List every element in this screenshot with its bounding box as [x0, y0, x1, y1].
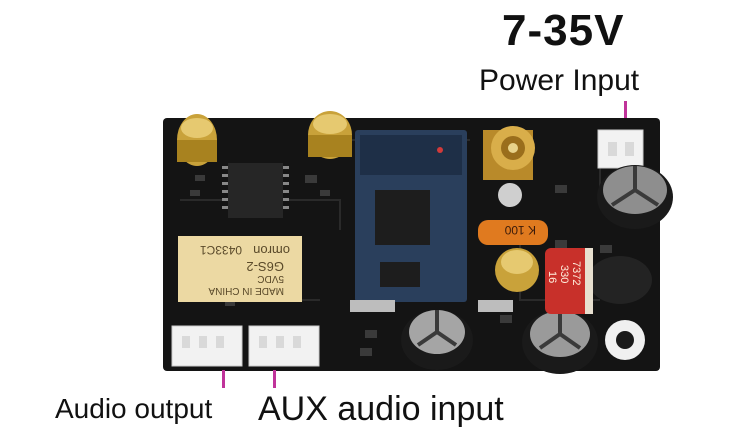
cap-label-2: 330 — [558, 265, 570, 283]
pin-markers — [222, 101, 627, 388]
relay-voltage: 5VDC — [257, 273, 284, 284]
audio-output-label: Audio output — [55, 393, 213, 424]
ic-chip — [222, 163, 289, 218]
red-capacitor: 7372 330 16 — [545, 248, 593, 314]
aux-input-pin-marker — [273, 370, 276, 388]
resistor-marking: K 100 — [504, 223, 536, 237]
black-capacitor-bottom-center — [401, 310, 473, 370]
gold-capacitor-left — [177, 114, 217, 166]
audio-output-pin-marker — [222, 370, 225, 388]
led — [498, 183, 522, 207]
power-input-label: Power Input — [479, 64, 640, 97]
power-connector — [597, 129, 644, 169]
bluetooth-module — [355, 130, 467, 302]
black-capacitor-power — [597, 165, 673, 229]
cap-label-3: 16 — [546, 271, 558, 283]
relay-made-in: MADE IN CHINA — [208, 285, 284, 296]
black-capacitor-right — [588, 256, 652, 304]
black-capacitor-bottom-right — [522, 310, 598, 374]
gold-capacitor-middle — [495, 248, 539, 292]
aux-input-connector — [248, 325, 320, 367]
resistor: K 100 — [478, 220, 548, 245]
smd-connector-a — [350, 300, 395, 312]
mounting-hole — [605, 320, 645, 360]
gold-capacitor-right — [308, 111, 352, 159]
audio-output-connector — [171, 325, 243, 367]
relay-model: G6S-2 — [246, 259, 284, 274]
relay-brand: omron — [253, 243, 290, 258]
sma-antenna-connector — [483, 126, 535, 180]
relay: MADE IN CHINA 5VDC G6S-2 omron 0433C1 — [178, 236, 302, 302]
relay-code: 0433C1 — [200, 243, 242, 257]
cap-label-1: 7372 — [570, 261, 582, 285]
power-pin-marker — [624, 101, 627, 118]
voltage-label: 7-35V — [502, 6, 625, 55]
smd-connector-b — [478, 300, 513, 312]
aux-audio-input-label: AUX audio input — [258, 390, 504, 428]
